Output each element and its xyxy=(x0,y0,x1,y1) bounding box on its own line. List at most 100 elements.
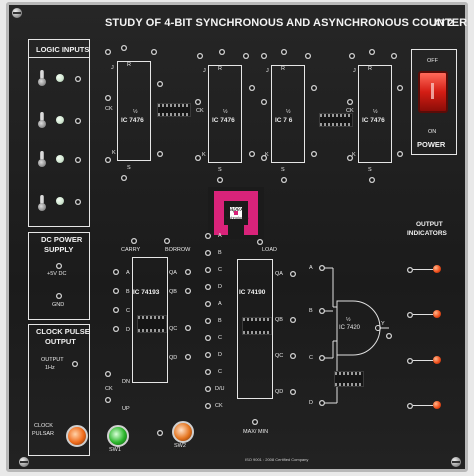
ff2-socket[interactable] xyxy=(195,155,201,161)
ic7420-in-socket[interactable] xyxy=(319,265,325,271)
ff1-socket[interactable] xyxy=(157,81,163,87)
ic74193-in-socket[interactable] xyxy=(113,269,119,275)
ff4-socket[interactable] xyxy=(347,155,353,161)
gnd-socket[interactable] xyxy=(56,293,62,299)
ic74190-in-socket[interactable] xyxy=(205,369,211,375)
ic74193-out-socket[interactable] xyxy=(185,354,191,360)
ic74190-load-socket[interactable] xyxy=(257,239,263,245)
ff2-socket[interactable] xyxy=(249,151,255,157)
ff2-socket[interactable] xyxy=(217,177,223,183)
output-socket-3[interactable] xyxy=(407,358,413,364)
ic74190-out-socket[interactable] xyxy=(290,317,296,323)
ic74190-out-socket[interactable] xyxy=(290,353,296,359)
ff3-chip: IC 7 6 xyxy=(275,117,293,124)
logic-toggle-1[interactable] xyxy=(37,70,47,88)
ff2-socket[interactable] xyxy=(243,53,249,59)
ff2-j: J xyxy=(203,68,206,74)
ic74193-ck-socket[interactable] xyxy=(105,397,111,403)
ic74190-top-socket[interactable] xyxy=(205,233,211,239)
ff4-socket[interactable] xyxy=(397,151,403,157)
ic74190-in-socket[interactable] xyxy=(205,301,211,307)
logic-toggle-4[interactable] xyxy=(37,195,47,213)
ff4-socket[interactable] xyxy=(349,53,355,59)
ff4-socket[interactable] xyxy=(391,53,397,59)
ff3-socket[interactable] xyxy=(261,53,267,59)
ff4-socket[interactable] xyxy=(397,85,403,91)
ff3-socket[interactable] xyxy=(305,53,311,59)
clock-pulsar-button[interactable] xyxy=(66,425,88,447)
ic74190-top-c: C xyxy=(218,267,222,273)
ic7420-chip-body xyxy=(334,371,364,387)
sw2-button[interactable] xyxy=(172,421,194,443)
logic-toggle-3[interactable] xyxy=(37,151,47,169)
ic74190-in-socket[interactable] xyxy=(205,335,211,341)
ff4-socket[interactable] xyxy=(347,99,353,105)
output-wire xyxy=(413,269,433,270)
ic74193-pin-qd: QD xyxy=(169,355,178,361)
ff3-socket[interactable] xyxy=(311,85,317,91)
sw-socket[interactable] xyxy=(157,430,163,436)
ic74193-in-socket[interactable] xyxy=(113,326,119,332)
logic-socket-4[interactable] xyxy=(75,199,81,205)
ff1-socket[interactable] xyxy=(157,151,163,157)
ic74193-chip: IC 74193 xyxy=(133,289,160,296)
ff3-socket[interactable] xyxy=(281,177,287,183)
ic74190-top-socket[interactable] xyxy=(205,267,211,273)
ic74193-borrow-socket[interactable] xyxy=(164,238,170,244)
ic74193-borrow: BORROW xyxy=(165,247,191,253)
ic74193-out-socket[interactable] xyxy=(185,269,191,275)
ic74193-in-socket[interactable] xyxy=(113,307,119,313)
ff1-socket[interactable] xyxy=(121,45,127,51)
logic-socket-3[interactable] xyxy=(75,157,81,163)
logic-toggle-2[interactable] xyxy=(37,112,47,130)
ic74190-pin-du: D/U xyxy=(215,386,225,392)
ic74190-load: LOAD xyxy=(262,247,277,253)
output-socket-4[interactable] xyxy=(407,403,413,409)
output-socket-2[interactable] xyxy=(407,312,413,318)
ff3-socket[interactable] xyxy=(261,155,267,161)
ff2-socket[interactable] xyxy=(249,85,255,91)
logic-socket-1[interactable] xyxy=(75,76,81,82)
ic7420-half: ½ xyxy=(346,317,351,323)
ff4-socket[interactable] xyxy=(369,49,375,55)
clock-output-socket[interactable] xyxy=(72,361,78,367)
ff1-socket[interactable] xyxy=(121,175,127,181)
output-socket-1[interactable] xyxy=(407,267,413,273)
ff3-socket[interactable] xyxy=(261,99,267,105)
ff2-socket[interactable] xyxy=(197,53,203,59)
ic7420-in-socket[interactable] xyxy=(319,400,325,406)
ff1-socket[interactable] xyxy=(105,49,111,55)
ff1-socket[interactable] xyxy=(105,95,111,101)
ic74190-pin-c: C xyxy=(218,335,222,341)
ff1-socket[interactable] xyxy=(151,49,157,55)
logic-socket-2[interactable] xyxy=(75,118,81,124)
ff2-socket[interactable] xyxy=(219,49,225,55)
ic74193-ck-socket[interactable] xyxy=(105,371,111,377)
ff2-socket[interactable] xyxy=(195,99,201,105)
ic74190-out-socket[interactable] xyxy=(290,271,296,277)
ic74190-in-socket[interactable] xyxy=(205,352,211,358)
trainer-panel: STUDY OF 4-BIT SYNCHRONOUS AND ASYNCHRON… xyxy=(6,2,468,472)
ic74193-in-socket[interactable] xyxy=(113,288,119,294)
ff3-socket[interactable] xyxy=(311,151,317,157)
ic7420-out-socket[interactable] xyxy=(386,333,392,339)
ff1-socket[interactable] xyxy=(105,157,111,163)
power-switch[interactable] xyxy=(418,71,448,113)
ic74190-top-socket[interactable] xyxy=(205,250,211,256)
ic74190-out-socket[interactable] xyxy=(290,389,296,395)
plus5v-socket[interactable] xyxy=(56,263,62,269)
ic74190-maxmin-socket[interactable] xyxy=(252,419,258,425)
ic74190-in-socket[interactable] xyxy=(205,386,211,392)
ic74190-top-socket[interactable] xyxy=(205,284,211,290)
ic74193-out-socket[interactable] xyxy=(185,325,191,331)
ic7420-in-socket[interactable] xyxy=(319,355,325,361)
ff4-socket[interactable] xyxy=(369,177,375,183)
ic74193-out-socket[interactable] xyxy=(185,288,191,294)
ff3-socket[interactable] xyxy=(281,49,287,55)
sw1-button[interactable] xyxy=(107,425,129,447)
ic74190-in-socket[interactable] xyxy=(205,318,211,324)
ic74193-carry-socket[interactable] xyxy=(131,238,137,244)
ic74190-in-socket[interactable] xyxy=(205,403,211,409)
ic7420-in-socket[interactable] xyxy=(319,308,325,314)
ff1-j: J xyxy=(111,65,114,71)
